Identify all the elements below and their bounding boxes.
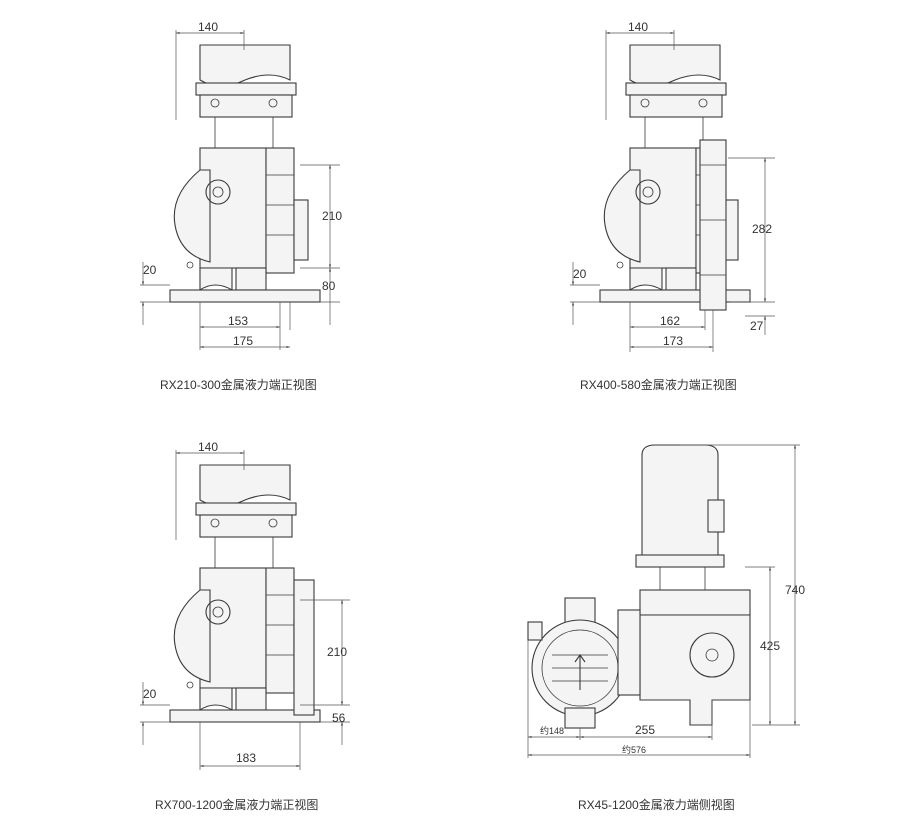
view1-dim-210: 210 bbox=[322, 209, 342, 223]
view4-dim-740: 740 bbox=[785, 583, 805, 597]
view1-dim-80: 80 bbox=[322, 279, 336, 293]
view3-drawing: 140 210 56 20 183 bbox=[140, 440, 350, 770]
view3-dim-210: 210 bbox=[327, 645, 347, 659]
view1-dim-175: 175 bbox=[233, 334, 253, 348]
view2-dim-173: 173 bbox=[663, 334, 683, 348]
view4-dim-576: 约576 bbox=[622, 744, 646, 755]
view2-dim-140: 140 bbox=[628, 20, 648, 34]
caption-view3: RX700-1200金属液力端正视图 bbox=[155, 798, 319, 812]
view2-dim-162: 162 bbox=[660, 314, 680, 328]
view4-dim-148: 约148 bbox=[540, 725, 564, 736]
view4-dim-425: 425 bbox=[760, 639, 780, 653]
caption-view1: RX210-300金属液力端正视图 bbox=[160, 378, 317, 392]
view3-dim-140: 140 bbox=[198, 440, 218, 454]
view1-drawing: 140 210 80 20 153 175 bbox=[140, 20, 342, 350]
view1-dim-153: 153 bbox=[228, 314, 248, 328]
view3-dim-56: 56 bbox=[332, 711, 346, 725]
view1-dim-140: 140 bbox=[198, 20, 218, 34]
view1-dim-20: 20 bbox=[143, 263, 157, 277]
view2-dim-282: 282 bbox=[752, 222, 772, 236]
view2-dim-27: 27 bbox=[750, 319, 764, 333]
view3-dim-183: 183 bbox=[236, 751, 256, 765]
view2-drawing: 140 282 27 20 162 173 bbox=[570, 20, 775, 352]
caption-view2: RX400-580金属液力端正视图 bbox=[580, 378, 737, 392]
view3-dim-20: 20 bbox=[143, 687, 157, 701]
view4-drawing: 740 425 约148 255 约576 bbox=[527, 444, 805, 758]
caption-view4: RX45-1200金属液力端侧视图 bbox=[578, 798, 735, 812]
view4-dim-255: 255 bbox=[635, 723, 655, 737]
view2-dim-20: 20 bbox=[573, 267, 587, 281]
